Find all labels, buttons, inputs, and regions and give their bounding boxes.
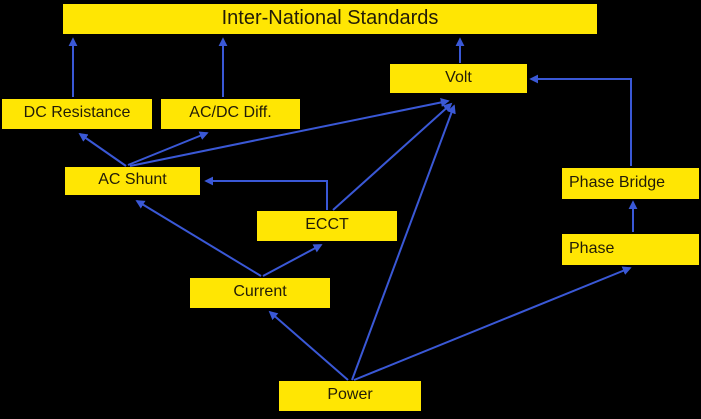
edge-ac-shunt-to-volt [129, 98, 450, 167]
node-volt: Volt [390, 64, 527, 93]
node-current: Current [190, 278, 330, 308]
edge-power-to-volt [351, 104, 456, 381]
edge-ac-shunt-to-acdc-diff [127, 131, 209, 166]
edge-power-to-current [268, 310, 349, 381]
edge-power-to-phase [353, 266, 632, 381]
node-acdc-diff: AC/DC Diff. [161, 99, 300, 129]
node-dc-resistance-label: DC Resistance [23, 104, 131, 121]
node-ac-shunt: AC Shunt [65, 167, 200, 195]
node-phase-bridge: Phase Bridge [562, 168, 699, 199]
node-inter-national-standards: Inter-National Standards [63, 4, 597, 34]
node-phase-label: Phase [569, 239, 615, 257]
node-volt-label: Volt [445, 68, 472, 86]
node-ecct-label: ECCT [305, 216, 349, 233]
edge-current-to-ecct [262, 244, 323, 277]
edge-ecct-to-ac-shunt [204, 176, 328, 210]
node-acdc-diff-label: AC/DC Diff. [189, 104, 272, 121]
node-phase: Phase [562, 234, 699, 265]
node-ac-shunt-label: AC Shunt [98, 171, 167, 188]
node-inter-national-standards-label: Inter-National Standards [221, 7, 439, 29]
edge-current-to-ac-shunt [135, 200, 262, 277]
edge-phase-bridge-to-volt [529, 74, 632, 166]
node-power-label: Power [327, 386, 373, 403]
node-power: Power [279, 381, 421, 411]
node-current-label: Current [233, 283, 287, 300]
node-phase-bridge-label: Phase Bridge [569, 173, 666, 191]
node-dc-resistance: DC Resistance [2, 99, 152, 129]
edge-ecct-to-volt [332, 102, 453, 211]
edge-ac-shunt-to-dc-resistance [78, 132, 127, 167]
node-ecct: ECCT [257, 211, 397, 241]
